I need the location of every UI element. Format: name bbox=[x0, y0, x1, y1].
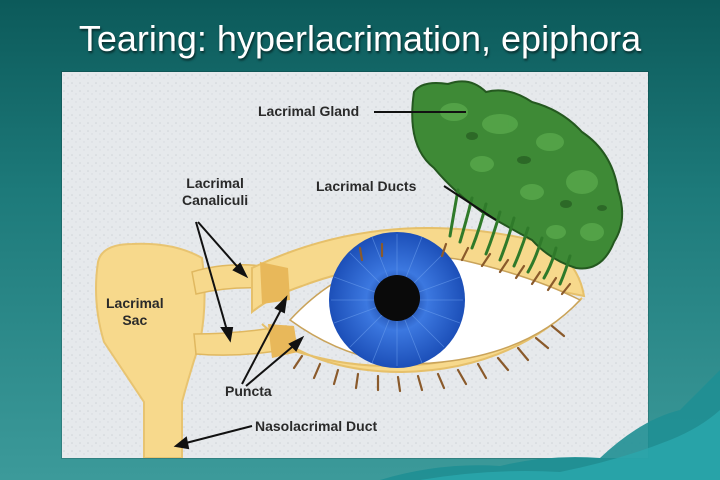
corner-wave-decoration bbox=[380, 370, 720, 480]
label-lacrimal-sac-line2: Sac bbox=[122, 312, 148, 328]
label-puncta: Puncta bbox=[225, 383, 272, 399]
eye-anatomy-illustration bbox=[62, 72, 648, 458]
label-pointers bbox=[173, 111, 497, 450]
slide-title: Tearing: hyperlacrimation, epiphora bbox=[78, 18, 642, 59]
lower-punctum-shape bbox=[268, 324, 298, 358]
label-lacrimal-canaliculi-line1: Lacrimal bbox=[186, 175, 244, 191]
label-lacrimal-canaliculi: Lacrimal Canaliculi bbox=[182, 175, 248, 209]
label-nasolacrimal-duct: Nasolacrimal Duct bbox=[255, 418, 378, 434]
label-lacrimal-sac: Lacrimal Sac bbox=[106, 295, 164, 329]
label-lacrimal-gland: Lacrimal Gland bbox=[258, 103, 360, 119]
upper-punctum-shape bbox=[260, 262, 290, 304]
lacrimal-ducts bbox=[448, 188, 572, 286]
label-lacrimal-canaliculi-line2: Canaliculi bbox=[182, 192, 249, 208]
gland-dark-texture bbox=[466, 132, 607, 211]
upper-eyelashes bbox=[358, 242, 572, 296]
label-lacrimal-ducts: Lacrimal Ducts bbox=[316, 178, 417, 194]
diagram-panel: Lacrimal Gland Lacrimal Ducts Lacrimal C… bbox=[62, 72, 648, 458]
lower-eyelashes bbox=[292, 324, 566, 393]
label-lacrimal-sac-line1: Lacrimal bbox=[106, 295, 164, 311]
eye-pupil bbox=[374, 275, 420, 321]
